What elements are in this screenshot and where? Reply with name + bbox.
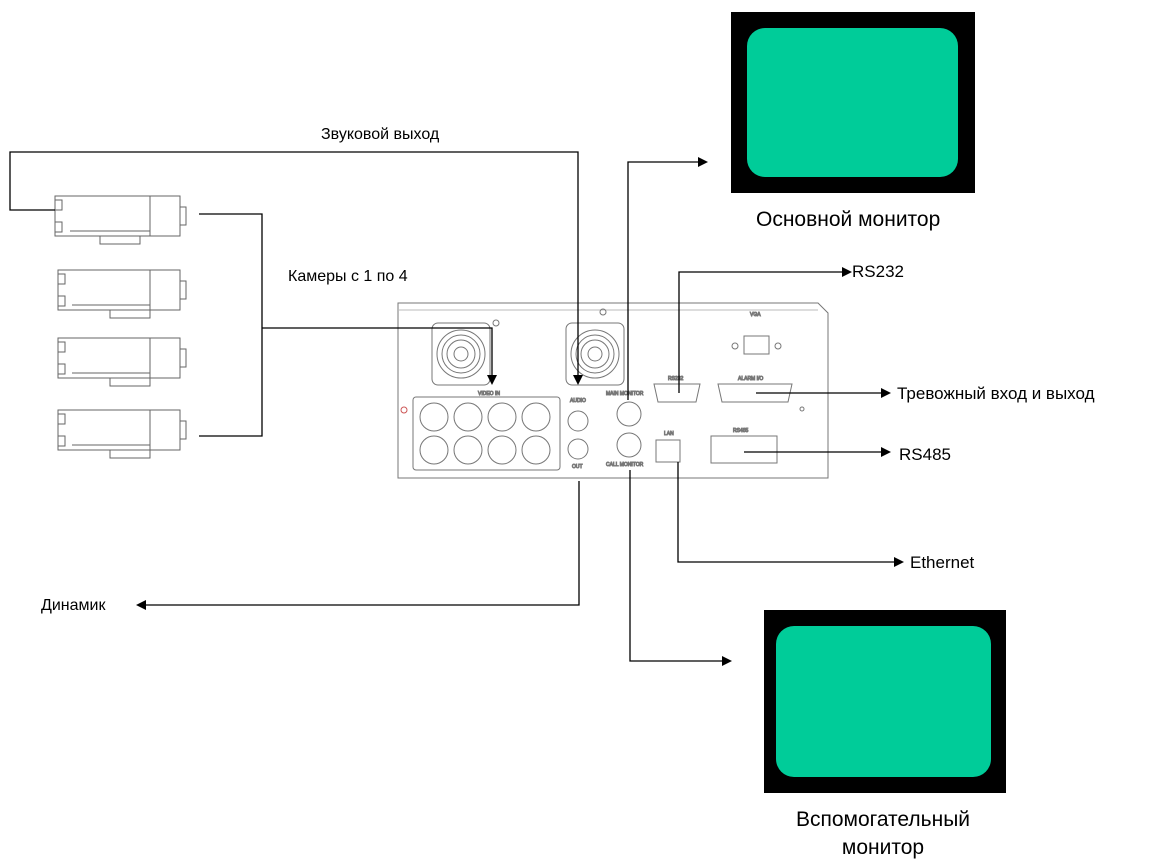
label-aux-monitor-line2: монитор	[841, 836, 925, 859]
audio-out-line	[9, 151, 583, 385]
label-alarm-io: Тревожный вход и выход	[897, 384, 1095, 403]
label-cameras: Камеры с 1 по 4	[288, 268, 408, 285]
main-monitor-line	[627, 157, 708, 400]
rs232-line	[678, 267, 852, 393]
cameras-line	[262, 327, 497, 385]
svg-text:ALARM I/O: ALARM I/O	[738, 376, 763, 382]
label-rs232: RS232	[852, 262, 904, 281]
rs232-port	[653, 383, 701, 403]
svg-text:OUT: OUT	[572, 464, 583, 470]
audio-connectors	[567, 410, 589, 460]
ethernet-line	[677, 462, 904, 567]
lan-port	[655, 439, 681, 463]
label-audio-out: Звуковой выход	[321, 126, 440, 143]
label-aux-monitor-line1: Вспомогательный	[795, 808, 971, 831]
main-monitor-screen	[747, 28, 958, 177]
fan-left	[431, 319, 500, 386]
speaker-line	[136, 481, 580, 610]
aux-monitor-screen	[776, 626, 991, 777]
aux-monitor-line	[629, 470, 732, 666]
svg-text:AUDIO: AUDIO	[570, 398, 586, 404]
svg-text:VGA: VGA	[750, 312, 761, 318]
dvr-rear-panel: VIDEO IN AUDIO MAIN MONITOR CALL MONITOR…	[397, 302, 829, 479]
monitor-connectors	[616, 401, 642, 458]
camera-1	[54, 195, 187, 245]
main-monitor	[731, 12, 975, 193]
camera-3	[57, 337, 187, 387]
video-input-block	[400, 396, 561, 471]
vga-port	[743, 335, 770, 355]
rs485-port	[710, 435, 778, 464]
alarm-port	[717, 383, 793, 403]
label-rs485: RS485	[899, 445, 951, 464]
svg-text:MAIN MONITOR: MAIN MONITOR	[606, 391, 644, 397]
svg-text:RS232: RS232	[668, 376, 684, 382]
label-ethernet: Ethernet	[910, 553, 975, 572]
svg-text:CALL MONITOR: CALL MONITOR	[606, 462, 644, 468]
svg-text:RS485: RS485	[733, 428, 749, 434]
svg-text:VIDEO IN: VIDEO IN	[478, 391, 500, 397]
label-main-monitor: Основной монитор	[756, 208, 941, 231]
camera-4	[57, 409, 187, 459]
aux-monitor	[764, 610, 1006, 793]
fan-right	[565, 308, 625, 386]
connection-lines	[9, 151, 904, 666]
camera-2	[57, 269, 187, 319]
svg-text:LAN: LAN	[664, 431, 674, 437]
label-speaker: Динамик	[41, 597, 106, 614]
label-aux-monitor: Вспомогательный монитор	[768, 808, 998, 860]
